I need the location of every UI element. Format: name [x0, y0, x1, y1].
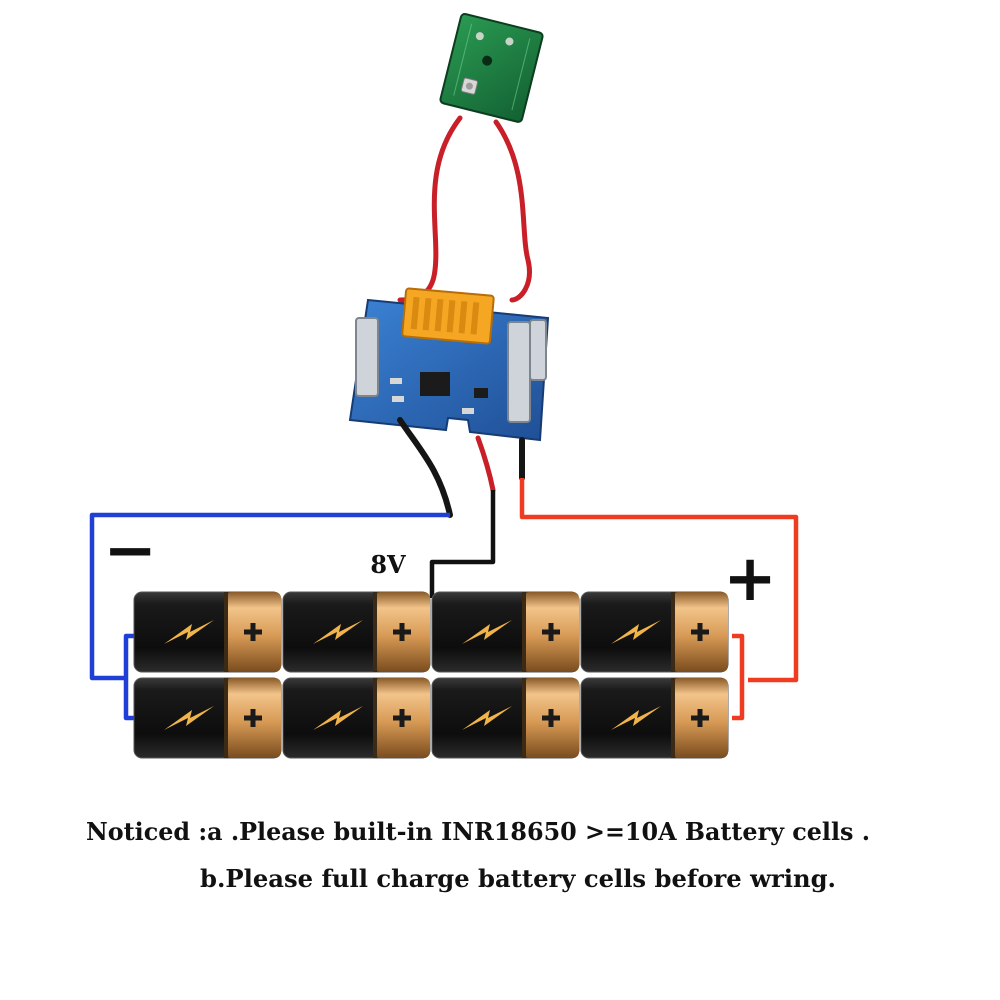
note-line-b: b.Please full charge battery cells befor…: [200, 864, 836, 893]
bms-negative-lead: [397, 417, 453, 518]
note-line-a: Noticed :a .Please built-in INR18650 >=1…: [86, 817, 870, 846]
plus-terminal-icon: [691, 623, 709, 641]
positive-wire: [519, 478, 799, 683]
bms-board: [348, 287, 550, 442]
plus-terminal-icon: [244, 709, 262, 727]
positive-terminal-label: +: [723, 542, 777, 616]
battery-cell: [580, 591, 729, 673]
battery-cell: [580, 677, 729, 759]
battery-cell: [282, 591, 431, 673]
lightning-bolt-icon: [164, 706, 214, 730]
lightning-bolt-icon: [611, 706, 661, 730]
plus-terminal-icon: [542, 709, 560, 727]
battery-cell: [133, 677, 282, 759]
lightning-bolt-icon: [462, 706, 512, 730]
indicator-board: [439, 12, 544, 123]
battery-cell: [133, 591, 282, 673]
balance-wire-8v: [429, 490, 496, 598]
negative-terminal-label: −: [103, 514, 157, 588]
negative-wire: [89, 512, 450, 681]
lightning-bolt-icon: [313, 620, 363, 644]
lightning-bolt-icon: [611, 620, 661, 644]
bms-chip: [420, 372, 450, 396]
bms-balance-lead: [475, 435, 496, 493]
lightning-bolt-icon: [462, 620, 512, 644]
plus-terminal-icon: [393, 623, 411, 641]
connector-pins: [410, 296, 480, 335]
plus-terminal-icon: [244, 623, 262, 641]
battery-pack: [133, 591, 729, 759]
plus-terminal-icon: [542, 623, 560, 641]
plus-terminal-icon: [691, 709, 709, 727]
battery-cell: [431, 591, 580, 673]
lightning-bolt-icon: [313, 706, 363, 730]
battery-cell: [431, 677, 580, 759]
mid-voltage-label: 8V: [370, 550, 406, 579]
signal-wire-right: [493, 119, 532, 303]
battery-cell: [282, 677, 431, 759]
negative-cell-bridge: [123, 633, 134, 721]
positive-cell-bridge: [732, 633, 745, 721]
lightning-bolt-icon: [164, 620, 214, 644]
signal-wire-left: [397, 115, 463, 303]
plus-terminal-icon: [393, 709, 411, 727]
